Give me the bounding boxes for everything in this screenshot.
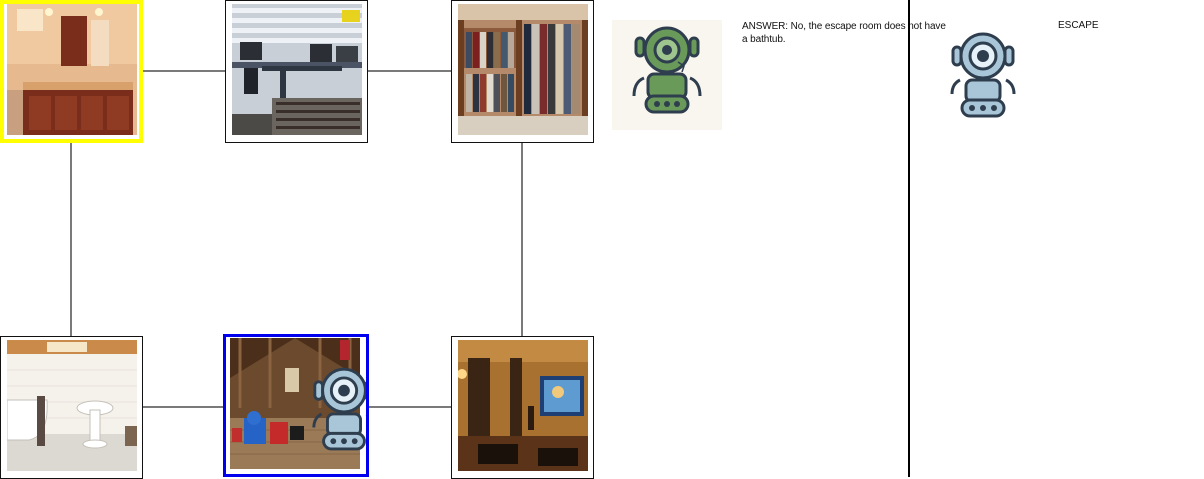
answer-text: ANSWER: No, the escape room does not hav… xyxy=(742,21,946,45)
room-home-theater[interactable] xyxy=(451,336,594,479)
blue-robot-icon xyxy=(950,32,1016,118)
blue-robot-icon xyxy=(312,367,366,451)
edge-office-closet xyxy=(367,70,453,72)
edge-bathtub-attic xyxy=(141,406,225,408)
edge-bathroom-bathtub xyxy=(70,141,72,338)
bathroom-vanity-image xyxy=(7,4,137,135)
closet-image xyxy=(458,4,588,135)
escape-label: ESCAPE xyxy=(1058,20,1099,31)
edge-attic-theater xyxy=(367,406,453,408)
room-bathroom-tub[interactable] xyxy=(0,336,143,479)
office-image xyxy=(232,4,362,135)
room-office[interactable] xyxy=(225,0,368,143)
room-bathroom-vanity[interactable] xyxy=(0,0,143,143)
room-attic[interactable] xyxy=(223,334,369,477)
green-robot-icon xyxy=(612,20,722,130)
panel-divider xyxy=(908,0,910,477)
room-map xyxy=(0,0,600,479)
room-closet[interactable] xyxy=(451,0,594,143)
edge-closet-theater xyxy=(521,141,523,338)
edge-bathroom-office xyxy=(141,70,227,72)
home-theater-image xyxy=(458,340,588,471)
bathroom-tub-image xyxy=(7,340,137,471)
